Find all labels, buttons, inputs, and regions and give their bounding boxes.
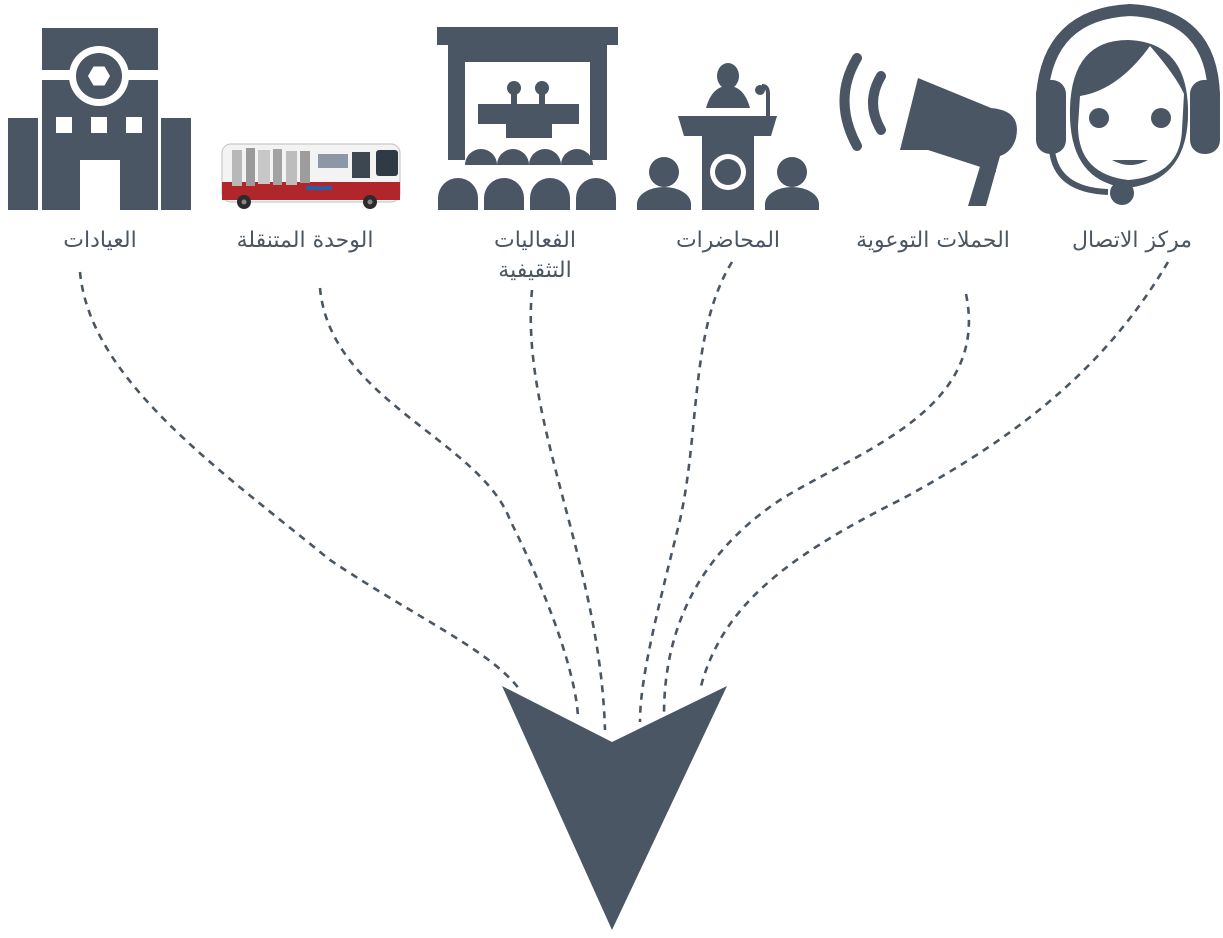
label-awareness-campaigns: الحملات التوعوية [856,228,1010,253]
connector-lectures [638,261,734,723]
label-mobile-unit: الوحدة المتنقلة [236,228,374,253]
clinic-building-icon [8,28,191,210]
megaphone-icon [839,53,1017,206]
mobile-clinic-bus-icon [221,143,401,209]
label-lectures: المحاضرات [675,228,781,253]
presentation-audience-icon [437,27,618,210]
connector-mobile-unit [318,287,580,721]
arrow-down-icon [502,686,727,930]
label-clinics: العيادات [63,228,137,253]
connector-call-center [698,261,1170,691]
connector-educational-events [529,289,607,731]
connectors [78,261,1170,731]
connector-clinics [78,271,522,691]
lecturer-podium-icon [637,63,819,210]
label-call-center: مركز الاتصال [1071,228,1193,253]
label-educational-events: الفعاليات التثقيفية [493,228,577,283]
connector-awareness-campaigns [662,293,970,716]
headset-agent-icon [1036,3,1220,205]
